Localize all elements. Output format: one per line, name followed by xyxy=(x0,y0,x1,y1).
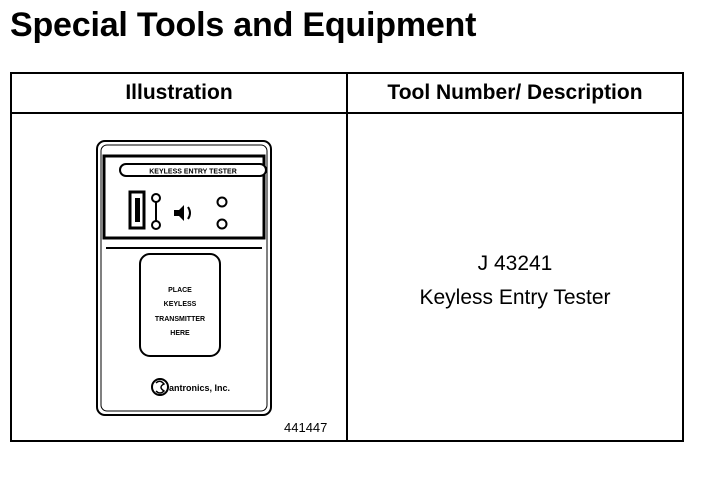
window-text-line: KEYLESS xyxy=(164,301,197,308)
label-plate xyxy=(119,163,267,177)
panel-label: KEYLESS ENTRY TESTER xyxy=(149,169,237,176)
special-tools-table: Illustration Tool Number/ Description J … xyxy=(10,72,684,442)
window-text-line: HERE xyxy=(170,330,190,337)
page-title: Special Tools and Equipment xyxy=(10,6,477,44)
tool-number: J 43241 xyxy=(477,252,553,275)
speaker-icon xyxy=(174,205,191,221)
light-icon xyxy=(216,218,228,230)
header-illustration: Illustration xyxy=(125,81,233,104)
led-indicator-icon xyxy=(151,193,161,203)
window-text-line: TRANSMITTER xyxy=(155,316,205,323)
window-text-line: PLACE xyxy=(168,287,192,294)
light-icon xyxy=(216,196,228,208)
keyless-entry-tester-illustration: KEYLESS ENTRY TESTER PLACE KEYLESS TRANS… xyxy=(96,140,272,416)
column-divider xyxy=(346,74,348,440)
transmitter-window xyxy=(139,253,221,357)
tool-description: Keyless Entry Tester xyxy=(419,286,611,309)
led-indicator-icon xyxy=(151,220,161,230)
header-tool-number-description: Tool Number/ Description xyxy=(387,81,643,104)
brand-logo-icon xyxy=(151,378,169,396)
brand-name: antronics, Inc. xyxy=(169,383,230,393)
figure-number: 441447 xyxy=(284,420,328,435)
